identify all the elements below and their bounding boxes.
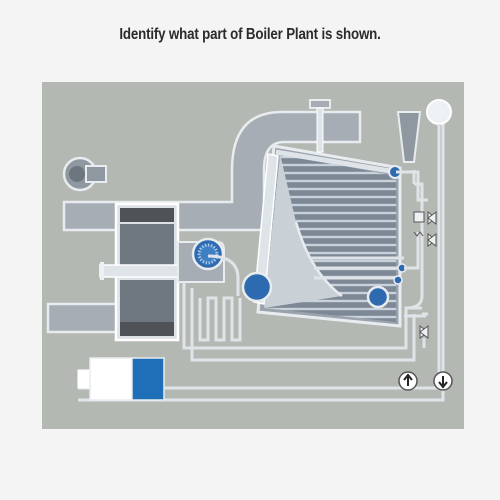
down-arrow-icon xyxy=(433,371,453,391)
boiler-diagram xyxy=(42,82,464,429)
water-wall xyxy=(253,153,279,305)
economizer-drum xyxy=(191,237,225,271)
up-arrow-icon xyxy=(398,371,418,391)
fan-icon xyxy=(62,156,107,192)
economizer-coils xyxy=(198,254,242,342)
question-title: Identify what part of Boiler Plant is sh… xyxy=(119,26,381,43)
drain-valve-icon xyxy=(404,314,429,348)
mud-drum xyxy=(241,271,273,303)
safety-valve xyxy=(309,99,331,153)
feed-hopper xyxy=(396,111,422,163)
superheater-coils xyxy=(310,256,404,280)
lower-drum xyxy=(366,285,390,309)
boiler-plant-illustration xyxy=(42,82,464,429)
valve-icon xyxy=(413,211,437,247)
feedwater-tank xyxy=(77,357,165,401)
flue-duct xyxy=(62,110,362,232)
gauge-icon xyxy=(426,99,452,382)
steam-header xyxy=(275,149,397,175)
header-node xyxy=(393,275,403,285)
